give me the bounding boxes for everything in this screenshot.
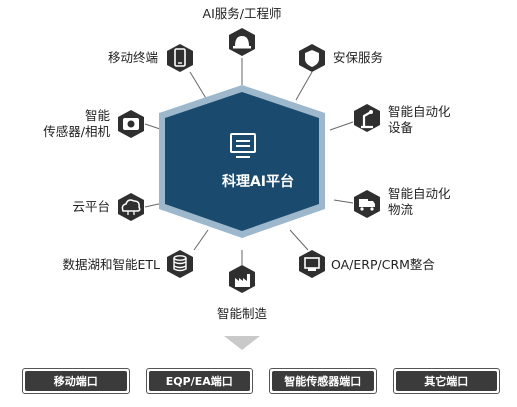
label-manufacturing: 智能制造 [216, 306, 267, 321]
label-automation-equipment-line2: 设备 [388, 120, 414, 135]
port-mobile: 移动端口 [22, 368, 130, 394]
camera-icon [118, 110, 144, 138]
label-sensor-line1: 智能 [84, 108, 110, 123]
port-bar: 移动端口 EQP/EA端口 智能传感器端口 其它端口 [22, 368, 500, 394]
port-eqp-label: EQP/EA端口 [148, 371, 250, 391]
center-hexagon [165, 92, 319, 231]
connector-line [295, 71, 313, 101]
mobile-phone-icon [167, 44, 193, 72]
port-sensor: 智能传感器端口 [269, 368, 377, 394]
label-automation-logistics-line2: 物流 [388, 202, 414, 217]
label-data-lake: 数据湖和智能ETL [62, 257, 161, 272]
connector-lines [144, 58, 354, 265]
label-erp: OA/ERP/CRM整合 [331, 257, 435, 272]
connector-line [189, 71, 208, 101]
label-ai-service: AI服务/工程师 [202, 6, 282, 21]
label-cloud: 云平台 [72, 199, 110, 214]
engineer-helmet-icon [229, 28, 255, 56]
connector-line [289, 229, 309, 251]
factory-icon [229, 265, 255, 293]
label-automation-equipment-line1: 智能自动化 [388, 104, 451, 119]
label-sensor: 智能 传感器/相机 [10, 108, 110, 140]
monitor-icon [230, 133, 256, 158]
label-automation-equipment: 智能自动化 设备 [388, 104, 451, 136]
label-sensor-line2: 传感器/相机 [43, 124, 110, 139]
robot-arm-icon [354, 104, 380, 132]
port-mobile-label: 移动端口 [25, 371, 127, 391]
port-sensor-label: 智能传感器端口 [272, 371, 374, 391]
center-title: 科理AI平台 [221, 174, 295, 190]
label-mobile: 移动终端 [107, 50, 158, 65]
port-eqp: EQP/EA端口 [145, 368, 253, 394]
label-automation-logistics-line1: 智能自动化 [388, 186, 451, 201]
database-icon [167, 250, 193, 278]
shield-icon [299, 44, 325, 72]
connector-line [193, 229, 209, 251]
truck-icon [354, 190, 380, 218]
label-automation-logistics: 智能自动化 物流 [388, 186, 451, 218]
connector-line [333, 199, 354, 204]
down-arrow [224, 336, 260, 350]
cloud-icon [118, 193, 144, 221]
connector-line [329, 121, 354, 131]
label-security: 安保服务 [333, 50, 384, 65]
desktop-icon [299, 250, 325, 278]
port-other: 其它端口 [392, 368, 500, 394]
port-other-label: 其它端口 [395, 371, 497, 391]
